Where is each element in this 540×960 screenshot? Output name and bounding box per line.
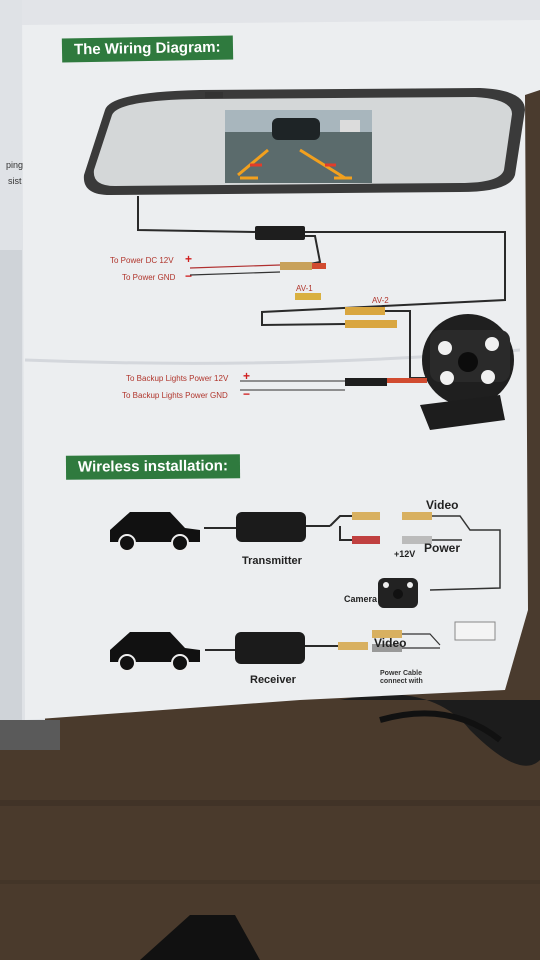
video-label-top: Video xyxy=(426,498,459,512)
receiver-box xyxy=(235,632,305,664)
minus-symbol-1: − xyxy=(185,269,193,283)
main-wire xyxy=(137,196,259,233)
wooden-table xyxy=(0,690,540,960)
plus-symbol-2: + xyxy=(243,369,251,383)
av2-label: AV-2 xyxy=(372,296,389,305)
minus-symbol-2: − xyxy=(243,387,251,401)
connect-with-label: connect with xyxy=(380,678,423,685)
car-icon-top xyxy=(110,512,200,552)
car-icon-bottom xyxy=(110,632,200,672)
power-label: Power xyxy=(424,541,461,555)
backup-gnd-label: To Backup Lights Power GND xyxy=(122,391,228,400)
backup-power-label: To Backup Lights Power 12V xyxy=(126,374,229,383)
av1-plug xyxy=(295,293,321,300)
dark-object xyxy=(140,915,260,960)
wiring-diagram-title: The Wiring Diagram: xyxy=(61,35,233,63)
av2-plug xyxy=(345,307,385,315)
wire-connector xyxy=(255,226,305,240)
power-plug xyxy=(280,262,312,270)
av1-label: AV-1 xyxy=(296,284,313,293)
power-gnd-label: To Power GND xyxy=(122,273,176,282)
wireless-installation-title: Wireless installation: xyxy=(65,454,241,480)
video-label-bottom: Video xyxy=(374,636,407,650)
margin-fragment-2: sist xyxy=(8,176,22,186)
camera-label: Camera xyxy=(344,594,378,604)
margin-fragment-1: ping xyxy=(6,160,24,170)
cable-bundle xyxy=(340,694,540,766)
small-camera xyxy=(378,578,418,608)
transmitter-box xyxy=(236,512,306,542)
power-cable-label: Power Cable xyxy=(380,670,423,677)
plus-symbol-1: + xyxy=(185,252,193,266)
receiver-label: Receiver xyxy=(250,674,296,686)
plus12-label: +12V xyxy=(394,549,416,559)
transmitter-label: Transmitter xyxy=(242,555,302,567)
power-dc-label: To Power DC 12V xyxy=(110,256,174,265)
